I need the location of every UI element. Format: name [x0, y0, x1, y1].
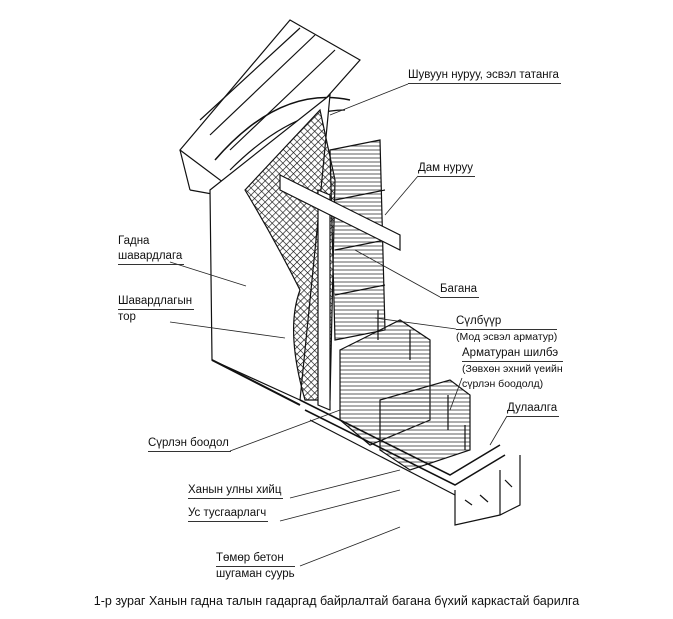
label-exterior-plaster: Гадна шавардлага	[118, 234, 185, 265]
leader-lines	[169, 83, 508, 567]
plaster-mesh	[244, 108, 336, 401]
roof	[179, 19, 361, 201]
label-line: шавардлага	[118, 249, 185, 265]
label-line: Төмөр бетон	[216, 551, 295, 567]
label-line: Сүлбүүр	[456, 314, 558, 330]
label-foundation: Төмөр бетон шугаман суурь	[216, 551, 295, 582]
label-note: сүрлэн боодолд)	[462, 378, 544, 390]
label-ridge: Шувуун нуруу, эсвэл татанга	[408, 68, 561, 84]
label-line: тор	[118, 311, 136, 323]
label-line: Шавардлагын	[118, 294, 195, 310]
label-beam: Дам нуруу	[418, 161, 476, 177]
label-rebar: Арматуран шилбэ (Зөвхөн эхний үеийн сүрл…	[462, 346, 563, 392]
label-insulation: Дулаалга	[507, 401, 560, 417]
label-line: Арматуран шилбэ	[462, 346, 563, 362]
label-waterproofing: Ус тусгаарлагч	[188, 506, 269, 522]
figure-caption: 1-р зураг Ханын гадна талын гадаргад бай…	[93, 594, 580, 608]
label-wall-sill: Ханын улны хийц	[188, 483, 284, 499]
label-line: шугаман суурь	[216, 568, 295, 580]
label-line: Гадна	[118, 235, 150, 247]
foundation	[299, 399, 521, 526]
label-tie: Сүлбүүр (Мод эсвэл арматур)	[456, 314, 558, 345]
label-plaster-mesh: Шавардлагын тор	[118, 294, 195, 325]
post-and-beam	[279, 174, 401, 411]
straw-bales	[329, 139, 471, 471]
label-straw-bale: Сүрлэн боодол	[148, 436, 231, 452]
label-post: Багана	[440, 282, 480, 298]
label-note: (Зөвхөн эхний үеийн	[462, 363, 563, 375]
label-note: (Мод эсвэл арматур)	[456, 331, 558, 343]
rebar	[377, 310, 466, 450]
